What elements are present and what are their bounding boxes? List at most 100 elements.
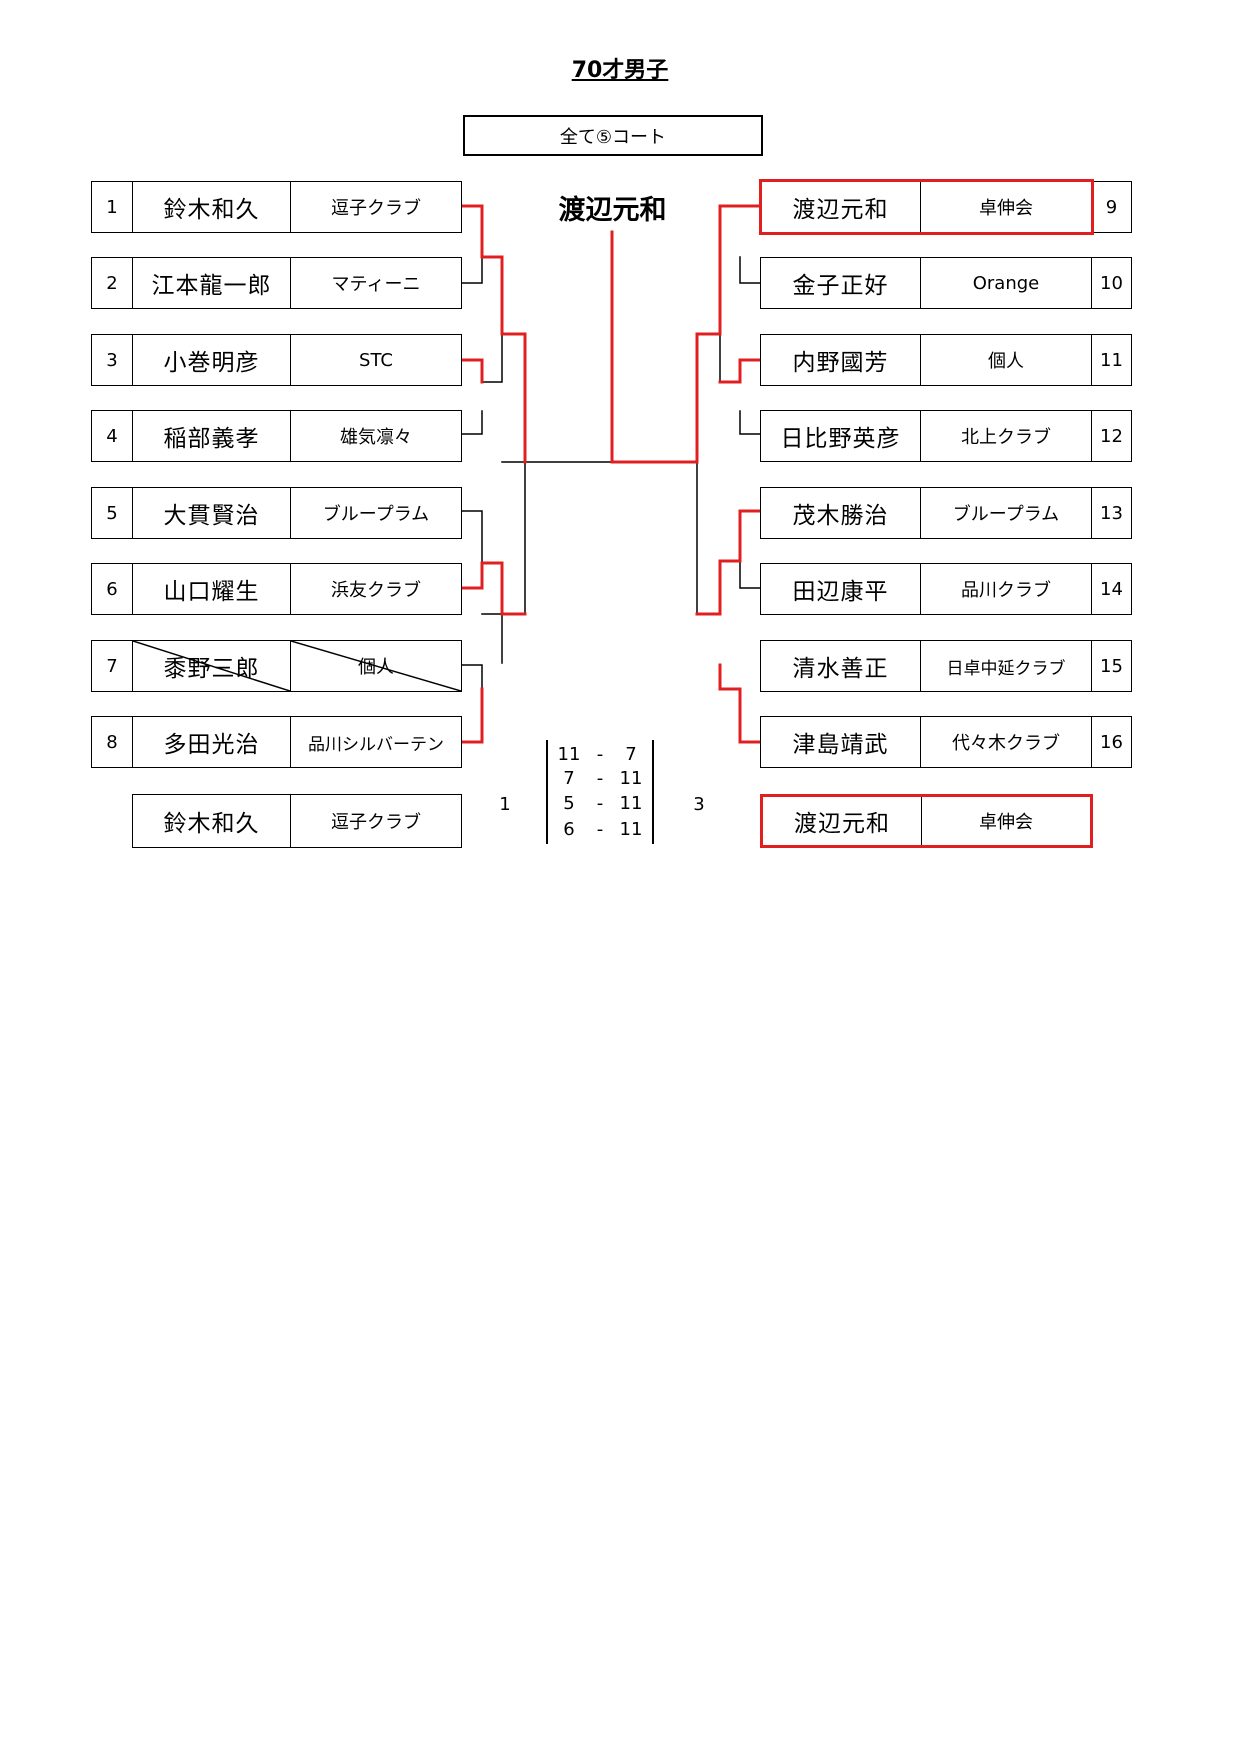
player-row-10: 金子正好 Orange 10 xyxy=(760,257,1132,309)
set-separator: - xyxy=(596,793,604,814)
seed-number: 8 xyxy=(92,717,133,767)
set-left-score: 11 xyxy=(557,743,581,765)
player-club: 北上クラブ xyxy=(921,411,1092,461)
seed-number: 4 xyxy=(92,411,133,461)
page-title: 70才男子 xyxy=(571,58,669,83)
player-row-3: 3 小巻明彦 STC xyxy=(91,334,462,386)
set-separator: - xyxy=(596,767,604,789)
champion-name: 渡辺元和 xyxy=(558,195,667,226)
set-score-row: 5 - 11 xyxy=(550,790,650,817)
player-name: 日比野英彦 xyxy=(761,411,921,461)
seed-number: 12 xyxy=(1100,425,1123,447)
player-name: 渡辺元和 xyxy=(761,182,921,232)
player-name: 小巻明彦 xyxy=(133,335,291,385)
seed-number: 1 xyxy=(92,182,133,232)
player-name: 清水善正 xyxy=(761,641,921,691)
player-club: 浜友クラブ xyxy=(331,580,421,601)
player-name: 鈴木和久 xyxy=(133,795,291,847)
player-row-4: 4 稲部義孝 雄気凛々 xyxy=(91,410,462,462)
player-name: 金子正好 xyxy=(761,258,921,308)
player-row-16: 津島靖武 代々木クラブ 16 xyxy=(760,716,1132,768)
right-black-lines xyxy=(696,256,761,615)
player-club: ブループラム xyxy=(322,504,430,525)
seed-number: 6 xyxy=(92,564,133,614)
player-club: 品川シルバーテン xyxy=(308,734,444,755)
seed-number: 10 xyxy=(1100,272,1123,294)
player-row-1: 1 鈴木和久 逗子クラブ xyxy=(91,181,462,233)
player-club: Orange xyxy=(921,258,1092,308)
player-name: 多田光治 xyxy=(133,717,291,767)
player-club: 品川クラブ xyxy=(921,564,1092,614)
player-club: 雄気凛々 xyxy=(340,427,412,448)
player-row-14: 田辺康平 品川クラブ 14 xyxy=(760,563,1132,615)
player-row-5: 5 大貫賢治 ブループラム xyxy=(91,487,462,539)
player-club: 逗子クラブ xyxy=(331,198,421,219)
player-club: STC xyxy=(359,349,393,371)
seed-number: 11 xyxy=(1100,349,1123,371)
strikethrough-icon xyxy=(291,641,461,691)
winner-path-lines xyxy=(460,204,762,744)
player-club: 個人 xyxy=(291,641,461,691)
player-club: マティーニ xyxy=(331,274,421,295)
player-name: 黍野三郎 xyxy=(133,641,291,691)
player-club-text: 個人 xyxy=(358,657,394,678)
player-name: 大貫賢治 xyxy=(133,488,291,538)
set-separator: - xyxy=(596,818,604,840)
strikethrough-icon xyxy=(133,641,290,691)
seed-number: 14 xyxy=(1100,578,1123,600)
left-black-lines xyxy=(461,256,613,690)
player-name: 津島靖武 xyxy=(761,717,921,767)
score-divider-right xyxy=(652,740,654,844)
set-score-row: 6 - 11 xyxy=(550,817,650,841)
final-right-games: 3 xyxy=(693,794,705,815)
player-club: 個人 xyxy=(921,335,1092,385)
player-row-8: 8 多田光治 品川シルバーテン xyxy=(91,716,462,768)
player-row-15: 清水善正 日卓中延クラブ 15 xyxy=(760,640,1132,692)
set-left-score: 5 xyxy=(563,793,575,814)
player-row-6: 6 山口耀生 浜友クラブ xyxy=(91,563,462,615)
player-club: 卓伸会 xyxy=(979,812,1033,833)
player-club: ブループラム xyxy=(921,488,1092,538)
set-left-score: 6 xyxy=(563,818,575,840)
player-name: 茂木勝治 xyxy=(761,488,921,538)
final-right-player: 渡辺元和 卓伸会 xyxy=(760,794,1093,848)
player-club: 逗子クラブ xyxy=(331,812,421,833)
player-name: 江本龍一郎 xyxy=(133,258,291,308)
player-name: 山口耀生 xyxy=(133,564,291,614)
player-name: 稲部義孝 xyxy=(133,411,291,461)
seed-number: 3 xyxy=(92,335,133,385)
player-row-11: 内野國芳 個人 11 xyxy=(760,334,1132,386)
player-row-9: 渡辺元和 卓伸会 9 xyxy=(760,181,1132,233)
winner-highlight xyxy=(759,179,1094,235)
set-right-score: 11 xyxy=(619,793,643,814)
set-right-score: 11 xyxy=(619,818,643,840)
set-score-row: 7 - 11 xyxy=(550,766,650,790)
set-score-row: 11 - 7 xyxy=(550,742,650,766)
set-left-score: 7 xyxy=(563,767,575,789)
player-row-2: 2 江本龍一郎 マティーニ xyxy=(91,257,462,309)
set-right-score: 7 xyxy=(625,743,637,765)
score-divider-left xyxy=(546,740,548,844)
set-scores: 11 - 7 7 - 11 5 - 11 6 - 11 xyxy=(550,742,650,841)
set-separator: - xyxy=(596,743,604,765)
seed-number: 16 xyxy=(1100,731,1123,753)
final-left-games: 1 xyxy=(499,794,511,815)
set-right-score: 11 xyxy=(619,767,643,789)
seed-number: 7 xyxy=(92,641,133,691)
player-row-12: 日比野英彦 北上クラブ 12 xyxy=(760,410,1132,462)
final-left-player: 鈴木和久 逗子クラブ xyxy=(132,794,462,848)
player-name: 内野國芳 xyxy=(761,335,921,385)
seed-number: 13 xyxy=(1100,502,1123,524)
player-name-text: 黍野三郎 xyxy=(163,656,260,682)
seed-number: 5 xyxy=(92,488,133,538)
player-name: 鈴木和久 xyxy=(133,182,291,232)
seed-number: 15 xyxy=(1100,655,1123,677)
player-row-13: 茂木勝治 ブループラム 13 xyxy=(760,487,1132,539)
court-note: 全て⑤コート xyxy=(463,115,763,156)
player-club: 日卓中延クラブ xyxy=(921,641,1092,691)
player-row-7-withdrawn: 7 黍野三郎 個人 xyxy=(91,640,462,692)
player-club: 代々木クラブ xyxy=(921,717,1092,767)
player-name: 田辺康平 xyxy=(761,564,921,614)
seed-number: 9 xyxy=(1105,196,1118,218)
